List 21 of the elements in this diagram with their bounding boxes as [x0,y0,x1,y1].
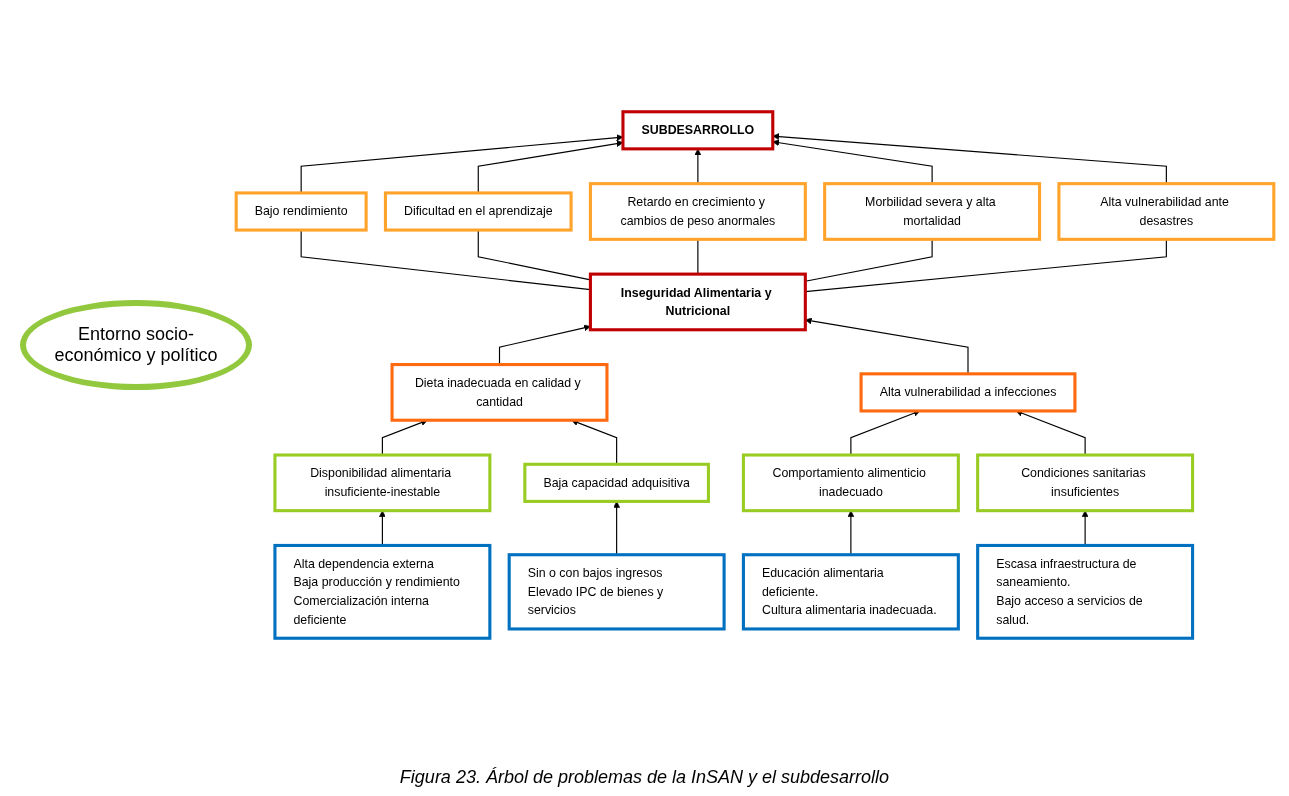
node-box: Alta dependencia externa Baja producción y rendimiento Comercialización interna deficiente [273,543,492,640]
node-box: Disponibilidad alimentaria insuficiente-inestable [273,453,492,513]
arrow [1015,410,1086,456]
node-box: Dificultad en el aprendizaje [383,191,573,232]
node-box: Condiciones sanitarias insuficientes [976,453,1195,513]
node-box: Morbilidad severa y alta mortalidad [823,182,1042,241]
node-box: Educación alimentaria deficiente. Cultura alimentaria inadecuada. [741,553,960,631]
arrow [850,410,921,456]
node-box: Baja capacidad adquisitiva [523,462,710,503]
node-box: Inseguridad Alimentaria y Nutricional [588,272,807,332]
node-box: Alta vulnerabilidad a infecciones [859,372,1077,413]
node-box: Retardo en crecimiento y cambios de peso anormales [588,182,807,241]
node-box: Sin o con bajos ingresos Elevado IPC de bienes y servicios [507,553,726,631]
node-box: Comportamiento alimenticio inadecuado [741,453,960,513]
figure-caption: Figura 23. Árbol de problemas de la InSAN y el subdesarrollo [398,767,891,788]
node-box: Escasa infraestructura de saneamiento. Bajo acceso a servicios de salud. [976,543,1195,640]
node-box: Dieta inadecuada en calidad y cantidad [390,363,609,422]
node-box: SUBDESARROLLO [621,110,775,151]
cycle-note: Entorno socio-económico y político [20,300,252,390]
node-box: Alta vulnerabilidad ante desastres [1057,182,1276,241]
node-box: Bajo rendimiento [234,191,368,232]
